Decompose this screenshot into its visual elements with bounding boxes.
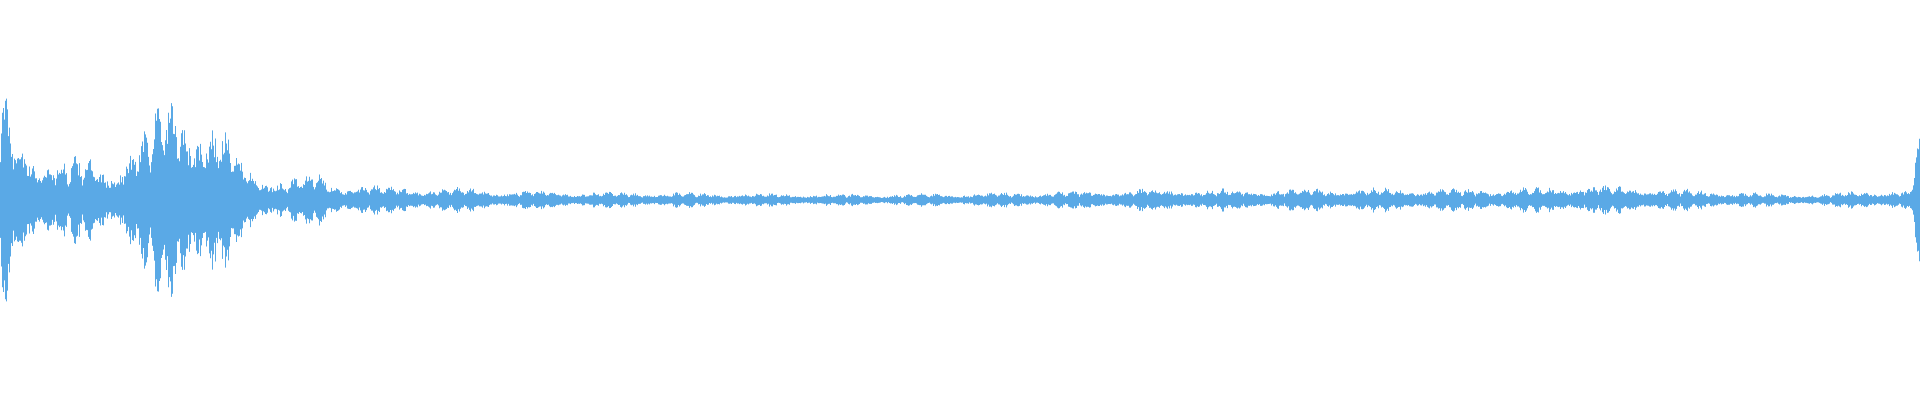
waveform-bars bbox=[0, 98, 1920, 302]
